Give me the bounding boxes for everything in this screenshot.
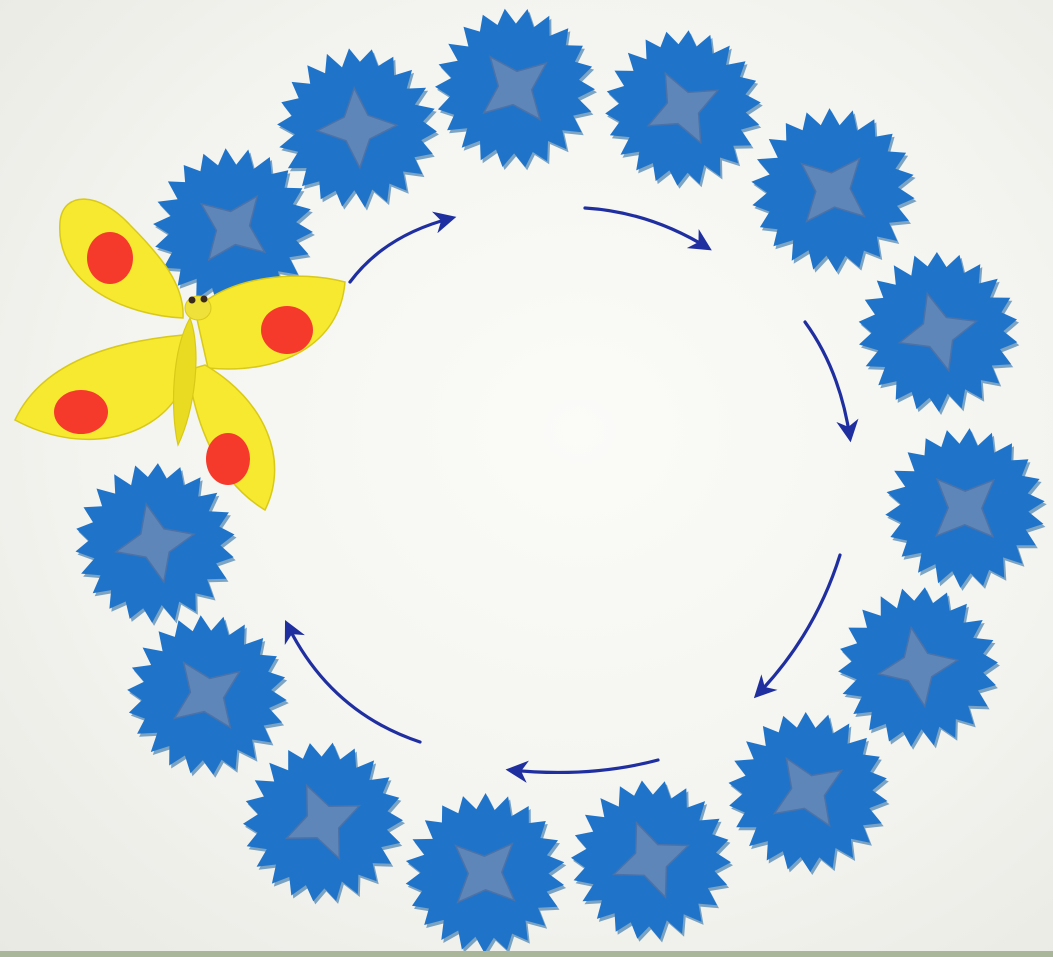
arrow-circle <box>287 208 850 772</box>
flower-5 <box>859 252 1020 415</box>
flower-8 <box>729 712 890 875</box>
arrow-3 <box>805 322 850 438</box>
flower-12 <box>127 615 289 778</box>
wing-spot-1 <box>87 232 133 284</box>
flower-2 <box>277 48 439 210</box>
flower-9 <box>571 781 733 943</box>
table-edge <box>0 951 1053 957</box>
flower-1 <box>435 9 597 171</box>
wing-spot-3 <box>54 390 108 434</box>
arrow-6 <box>287 624 420 742</box>
flower-6 <box>885 428 1046 591</box>
arrow-2 <box>585 208 708 248</box>
arrow-5 <box>510 760 658 772</box>
wing-spot-4 <box>206 433 250 485</box>
flower-11 <box>243 743 405 905</box>
arrow-4 <box>757 555 840 695</box>
flower-13 <box>76 463 237 626</box>
flower-10 <box>406 793 567 956</box>
flower-7 <box>838 587 1000 749</box>
butterfly-eye-left <box>189 297 196 304</box>
wing-spot-2 <box>261 306 313 354</box>
flower-3 <box>605 30 763 189</box>
butterfly-eye-right <box>201 296 208 303</box>
arrow-1 <box>350 218 452 282</box>
flower-4 <box>751 108 916 275</box>
